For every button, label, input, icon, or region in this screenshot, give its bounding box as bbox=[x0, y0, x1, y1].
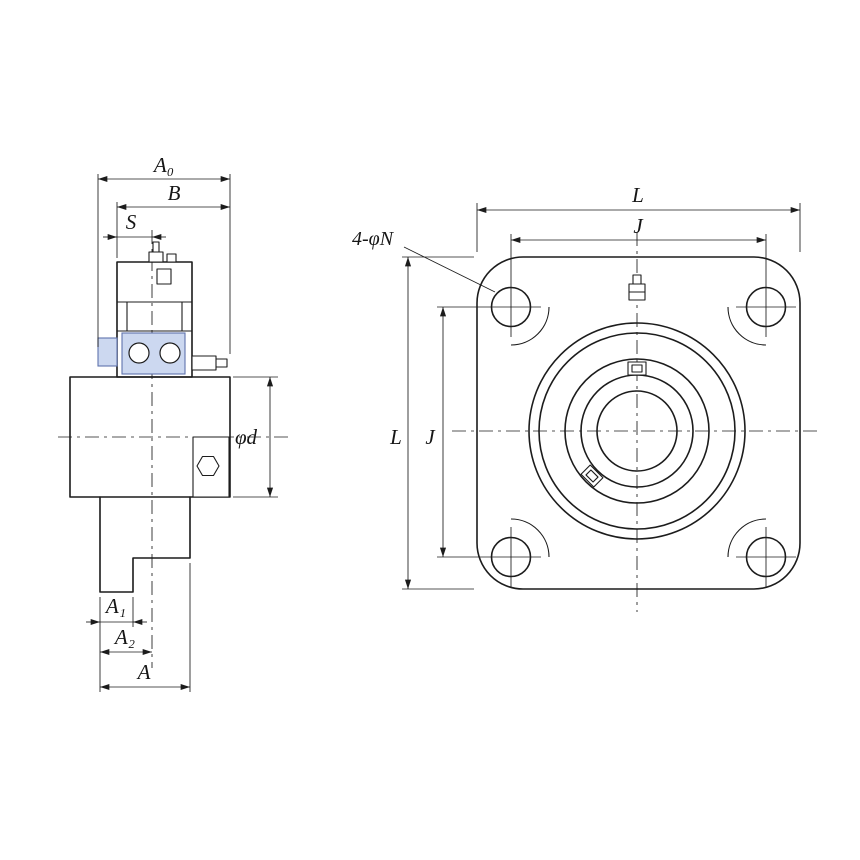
side-view-housing-upper bbox=[97, 241, 228, 378]
dim-label-s: S bbox=[126, 210, 137, 234]
bearing-ball-right bbox=[159, 342, 181, 364]
front-view: L J L J 4-φN bbox=[352, 183, 822, 612]
dim-label-j-left: J bbox=[425, 425, 436, 449]
bolt-note-leader bbox=[403, 246, 496, 293]
inner-ring-extension bbox=[97, 337, 118, 367]
bore-walls bbox=[69, 376, 231, 498]
bolt-holes bbox=[490, 286, 787, 578]
dim-label-a0: A₀ bbox=[152, 153, 174, 177]
top-screw-icon bbox=[148, 241, 177, 285]
set-screw-top-icon bbox=[627, 361, 647, 376]
dim-label-phi-d: φd bbox=[235, 425, 258, 449]
corner-pad-arcs bbox=[510, 306, 767, 558]
spigot-inner-circle bbox=[538, 332, 736, 530]
side-view-housing-lower bbox=[99, 496, 191, 593]
bearing-ball-left bbox=[128, 342, 150, 364]
dim-label-j-top: J bbox=[633, 214, 644, 238]
front-dimension-lines bbox=[404, 206, 800, 589]
side-view-bore bbox=[69, 376, 231, 498]
grease-nipple-side-icon bbox=[191, 355, 228, 371]
side-dimension-lines bbox=[86, 175, 274, 691]
flange-square bbox=[476, 256, 801, 590]
grease-nipple-front-icon bbox=[628, 274, 646, 301]
spigot-outer-circle bbox=[528, 322, 746, 540]
bolt-note-label: 4-φN bbox=[352, 228, 395, 250]
side-view-centerlines bbox=[58, 230, 292, 668]
housing-steps bbox=[117, 301, 192, 332]
dim-label-l-top: L bbox=[631, 183, 644, 207]
dim-label-a1: A₁ bbox=[104, 594, 126, 618]
bearing-outer-ring-circle bbox=[564, 358, 710, 504]
dim-label-a: A bbox=[136, 660, 151, 684]
dim-label-a2: A₂ bbox=[113, 625, 135, 649]
dim-label-l-left: L bbox=[389, 425, 402, 449]
set-screw-lower-left-icon bbox=[580, 464, 604, 488]
side-view: A₀ B S φd A₁ A₂ A bbox=[58, 153, 292, 692]
setscrew-hex-icon bbox=[196, 455, 220, 477]
dim-label-b: B bbox=[168, 181, 181, 205]
side-extension-lines bbox=[97, 174, 278, 692]
bore-circle bbox=[596, 390, 678, 472]
bearing-circles bbox=[528, 322, 746, 540]
front-extension-lines bbox=[402, 203, 801, 590]
